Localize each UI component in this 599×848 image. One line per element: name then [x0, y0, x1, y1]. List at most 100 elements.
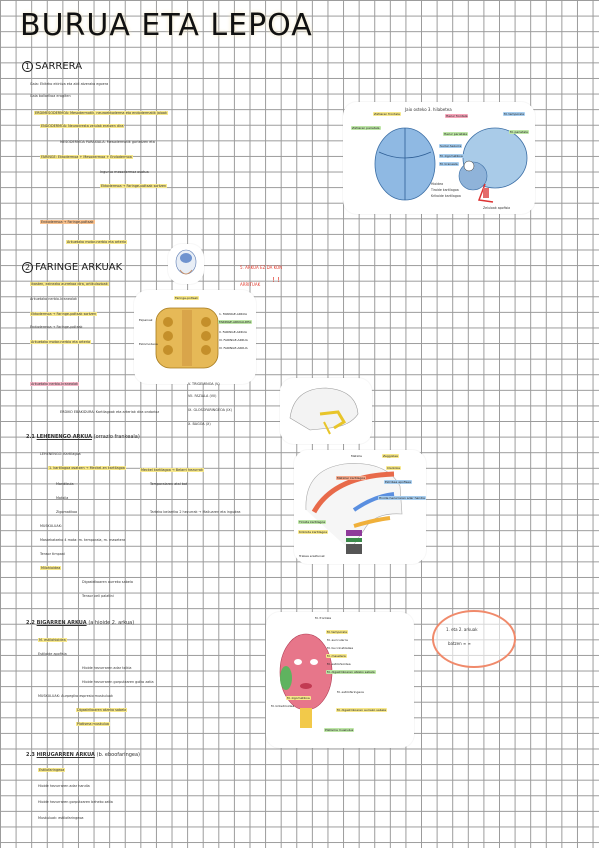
note-line: VII. FAZIALA (VII) [188, 394, 217, 398]
label: Sudur-hezurra [439, 144, 463, 148]
embryo-illustration [175, 249, 197, 275]
note-line: MUSKULUAK: Aurpegiko espresio muskuluak [38, 694, 113, 698]
label: Hioide hezurraren adar handia [378, 496, 426, 500]
note-line: MESODERMOA PARAXIALA: Mesodermotik gorte… [60, 140, 155, 144]
label: Trakea eraztunak [299, 554, 325, 558]
note-line: ERDIMESODERMOA: Mesodermotik, neuroektod… [34, 111, 168, 115]
label: Hezur parietala [443, 132, 469, 136]
note-line: Hioide hezurraren adar txikia [82, 666, 132, 670]
note-line: Hioide hezurraren gorputzaren beheko zat… [38, 800, 113, 804]
note-line: 1. kartilagoa osatzen → Meckel-en kartil… [48, 466, 126, 470]
note-line: V. TRIGEMINOA (V) [188, 382, 220, 386]
figure-skull-profile [280, 378, 372, 444]
subsection-heading: 2.2 BIGARREN ARKUA (a hioide 2. arkua) [26, 620, 135, 626]
label: Faringe-poltsak [174, 296, 199, 300]
note-line: Tensor timpani [40, 552, 65, 556]
label: M. masetera [326, 654, 347, 658]
label: M. auricularra [327, 638, 348, 642]
note-line: Gaia: Ekiteko ekintza eta aldi atzerako … [30, 82, 109, 86]
note-line: Endodermoa → Faringe-poltsak [40, 220, 95, 224]
note-line: Estiloide apofisia [38, 652, 67, 656]
note-line: Tensor veli palatini [82, 594, 114, 598]
note-line: Arkuetako nerbio-kranealak [30, 382, 80, 386]
label: Matxila [351, 454, 362, 458]
note-line: IX. GLOSOFARINGEOA (IX) [188, 408, 232, 412]
label: M. kriketiroidea [271, 704, 295, 708]
figure-caption: Jaio osteko 3. hilabetea [405, 107, 452, 112]
cartilages-illustration [305, 463, 403, 554]
label: M. estilofaringeoa [337, 690, 364, 694]
page-title: BURUA ETA LEPOA [20, 8, 313, 43]
label: Estomodeoa [139, 342, 158, 346]
label: Zeggoilea [382, 454, 399, 458]
note-line: MUSKULUAK: [40, 524, 63, 528]
label: Hioidea [431, 182, 444, 186]
note-line: Muskuluak: estilofaringeoa [38, 816, 84, 820]
label: M. digastrikoaren atzeko sabela [326, 670, 376, 674]
label: Tiroide kartilagoa [431, 188, 459, 192]
label: Clarkoka [386, 466, 401, 470]
label: Hezur frontala [445, 114, 469, 118]
note-line: Ingurua mesodermoz osatua [100, 170, 149, 174]
note-line: Endodermoa → Faringe-poltsak [30, 325, 83, 329]
label: Zeluloak apofisia [483, 206, 511, 210]
label: M. parietala [509, 130, 529, 134]
label: M. kraneala [439, 162, 459, 166]
note-line: M. estilohioidea [38, 638, 67, 642]
handnote-circle [432, 610, 516, 668]
red-note-line: ARRITUAK [240, 282, 261, 287]
red-note-marks: ! ! [272, 276, 280, 284]
subsection-heading: 2.1 LEHENENGO ARKUA (orrazio frankeala) [26, 434, 140, 440]
label: 1. FARINGE-ARKUA [219, 312, 248, 316]
note-line: Gaia baliarikoa eragiten [30, 94, 71, 98]
handnote-line: batzen ∞ ∞ [448, 641, 471, 646]
note-line: Ektodermoa → Faringe-poltsak sortzen [30, 312, 98, 316]
note-line: Mandibula [56, 482, 74, 486]
figure-embryo [168, 244, 204, 284]
label: M. buccinatzailea [327, 646, 354, 650]
label: Ezpainak [139, 318, 153, 322]
figure-cartilages: Matxila Zeggoilea Clarkoka Matxilar kart… [294, 450, 426, 564]
note-line: Digastrikoaren aurreko sabela [82, 580, 133, 584]
label: M. digastrikoaren aurreko sabela [336, 708, 388, 712]
section-number: 2 [22, 262, 34, 273]
label: Krikoide kartilagoa [298, 530, 329, 534]
note-line: Digastrikoaren atzeko sabela [76, 708, 128, 712]
figure-pharyngeal-arches: Faringe-poltsak 1. FARINGE-ARKUA FARINGE… [134, 290, 256, 384]
skull-illustration [374, 127, 528, 203]
section-title: SARRERA [35, 61, 83, 72]
note-line: Ikasten, ezinezko aurrekoa dira, artikul… [30, 282, 109, 286]
label: Krikoide kartilagoa [431, 194, 461, 198]
section-number: 1 [22, 61, 34, 72]
label: M. zigomatikoa [286, 696, 311, 700]
handnote-line: 1. eta 2. arkuak [446, 627, 478, 632]
face-muscles-illustration [279, 633, 333, 728]
label: Ziztiaren parietala [351, 126, 381, 130]
note-line: FARINGE: Ektodermoa + Mesodermoa + Endod… [40, 155, 133, 159]
note-line: Matxila [56, 496, 69, 500]
note-line: Arkuetako motor-nerbio eta arteria [66, 240, 128, 244]
label: M. estilohioidea [327, 662, 351, 666]
figure-face-muscles: M. frontala M. temporala M. auricularra … [266, 612, 414, 748]
note-line: Hioide hezurraren gorputzaren goiko zati… [82, 680, 154, 684]
label: Tiroide kartilagoa [298, 520, 327, 524]
note-line: Temporalaren atal bat [150, 482, 188, 486]
label: Matxilar kartilagoa [336, 476, 367, 480]
note-line: Milohioidea [40, 566, 62, 570]
note-line: ERDIKO EBAKIDURA: Kartilagoak eta arteri… [60, 410, 160, 414]
label: M. temporala [326, 630, 348, 634]
label: III. FARINGE-ARKUA [219, 338, 248, 342]
note-line: Arkuetako nerbio-kranealak [30, 297, 78, 301]
note-line: Mastekatzeko 4 mota: m. temporala, m. ma… [40, 538, 126, 542]
label: Ziztiaren frontala [373, 112, 401, 116]
label: Platisma muskulua [324, 728, 355, 732]
label: M. zigomatikoa [439, 154, 464, 158]
subsection-heading: 2.3 HIRUGARREN ARKUA (b. eboofaringea) [26, 752, 140, 758]
label: IV. FARINGE-ARKUA [219, 346, 248, 350]
note-line: Meckel kartilagoa → Belarri hezurrak [140, 468, 204, 472]
label: II. FARINGE-ARKUA [219, 330, 247, 334]
skull-profile-illustration [289, 387, 359, 435]
figure-skull: Jaio osteko 3. hilabetea Ziztiaren front… [343, 102, 535, 214]
note-line: Tarteko belarriko 2 hezurrak → Mailuaren… [150, 510, 241, 514]
